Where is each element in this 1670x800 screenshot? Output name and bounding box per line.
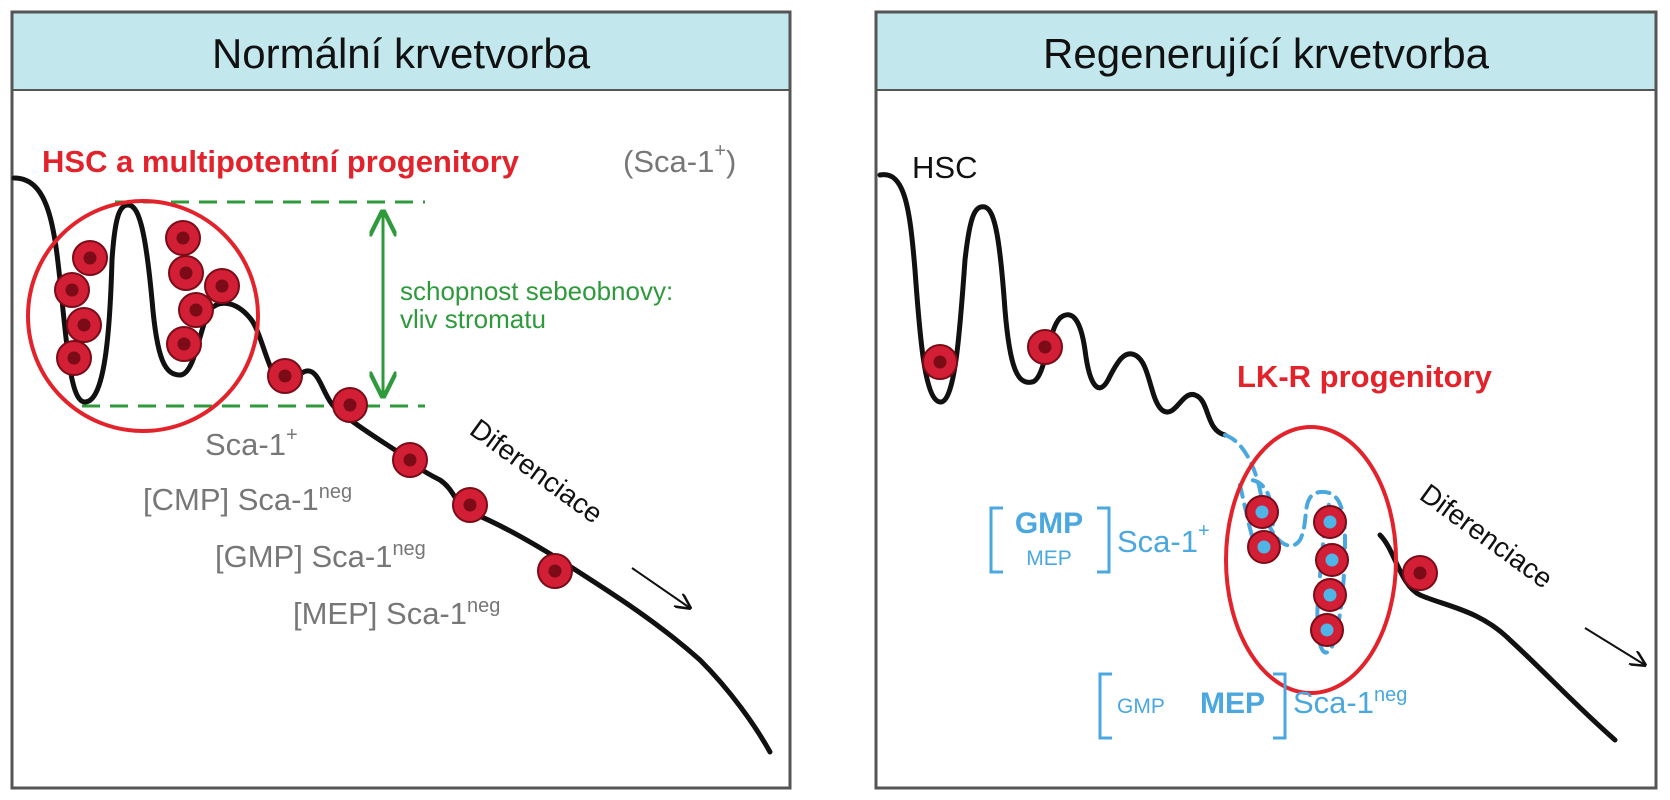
self-renewal-label-line2: vliv stromatu [400, 304, 546, 334]
cell [54, 272, 90, 308]
cell [1027, 329, 1063, 365]
gmp-small-label: GMP [1117, 695, 1165, 718]
left-panel-frame [10, 10, 792, 790]
cell [1247, 530, 1281, 564]
cell [267, 358, 303, 394]
sca1-plus-label: Sca-1+ [205, 424, 298, 462]
gmp-mep-sca-neg-label: GMP MEP Sca-1neg [1098, 672, 1407, 740]
mep-big-label: MEP [1200, 687, 1265, 720]
self-renewal-label-line1: schopnost sebeobnovy: [400, 276, 673, 306]
gmp-mep-sca-pos-label: GMP MEP Sca-1+ [989, 506, 1210, 574]
right-hsc-label: HSC [912, 150, 977, 185]
cell [72, 240, 108, 276]
left-differentiation-arrow [631, 567, 690, 608]
cell [1315, 543, 1349, 577]
cell [56, 340, 92, 376]
left-panel-title: Normální krvetvorba [212, 30, 591, 77]
right-panel-title: Regenerující krvetvorba [1043, 30, 1490, 77]
left-panel-header [13, 13, 789, 90]
cell [332, 387, 368, 423]
cell [166, 326, 202, 362]
hsc-ring [26, 199, 260, 433]
right-panel: Regenerující krvetvorba HSC LK-R progeni… [874, 10, 1658, 790]
right-panel-frame [874, 10, 1658, 790]
cell [452, 487, 488, 523]
right-landscape-curve [877, 172, 1228, 438]
cell [204, 268, 240, 304]
left-landscape-curve [11, 175, 773, 755]
lkr-label: LK-R progenitory [1237, 359, 1493, 394]
cell [165, 220, 201, 256]
cell [537, 553, 573, 589]
cell [178, 292, 214, 328]
right-panel-header [877, 13, 1655, 90]
left-panel: Normální krvetvorba HSC a multipotentní … [10, 10, 792, 790]
progenitor-cells [267, 358, 573, 589]
cmp-label: [CMP] Sca-1neg [143, 481, 352, 517]
left-sca-pos-open: (Sca-1+) [623, 140, 736, 179]
gmp-big-label: GMP [1015, 507, 1083, 540]
sca-neg-label: Sca-1neg [1293, 684, 1407, 720]
lkr-ring [1224, 425, 1398, 695]
cell [922, 344, 958, 380]
cell [1313, 505, 1347, 539]
mep-small-label: MEP [1026, 547, 1072, 570]
cell [392, 442, 428, 478]
hsc-cells [54, 220, 240, 376]
cell [1402, 555, 1438, 591]
cell [1313, 578, 1347, 612]
right-hsc-cells [922, 329, 1438, 591]
left-hsc-label: HSC a multipotentní progenitory [42, 144, 520, 179]
cell [168, 255, 204, 291]
gmp-label: [GMP] Sca-1neg [215, 538, 426, 574]
right-landscape-tail [1377, 532, 1618, 743]
cell [1310, 613, 1344, 647]
mep-label: [MEP] Sca-1neg [293, 595, 500, 631]
cell [1245, 495, 1279, 529]
right-differentiation-arrow [1584, 627, 1645, 665]
sca-pos-label: Sca-1+ [1117, 520, 1210, 559]
cell [66, 307, 102, 343]
lkr-cells [1245, 495, 1349, 647]
